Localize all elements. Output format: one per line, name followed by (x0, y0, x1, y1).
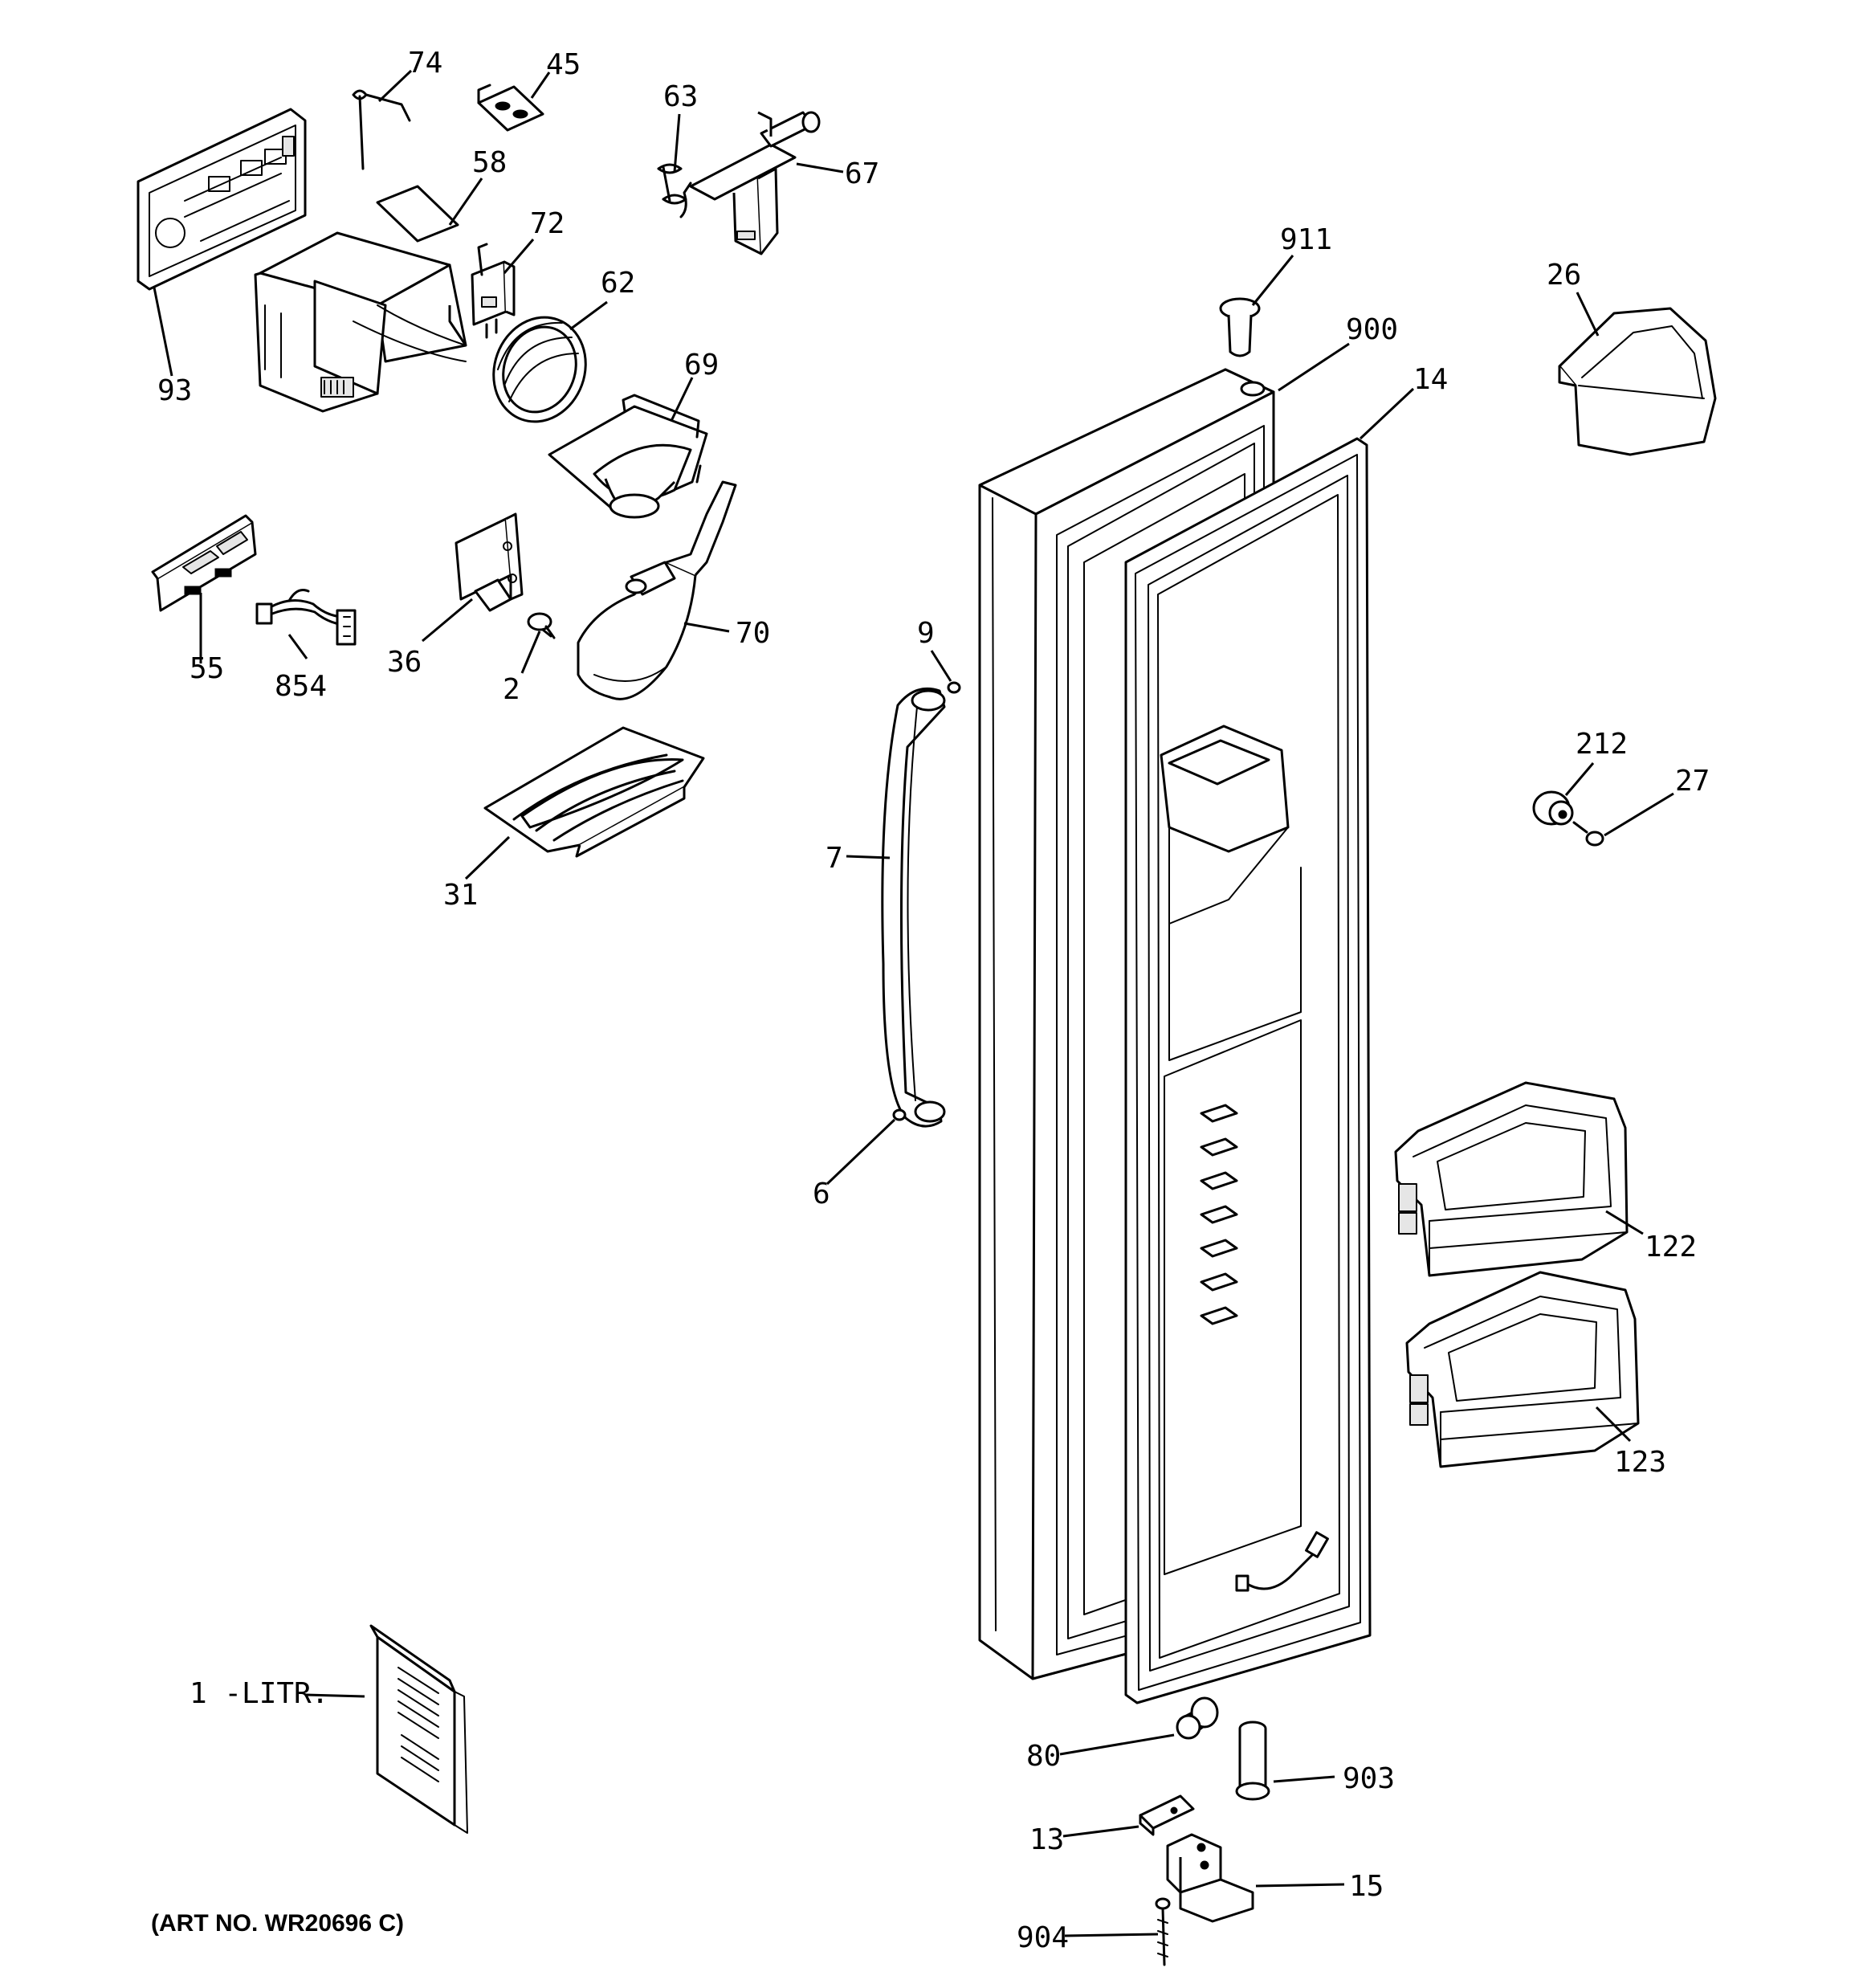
part-45-bracket (477, 84, 544, 132)
label-903: 903 (1343, 1762, 1395, 1795)
part-123-door-bin (1405, 1271, 1640, 1468)
label-45: 45 (546, 48, 581, 81)
label-2: 2 (503, 673, 520, 706)
part-93-control-panel (137, 108, 307, 291)
label-31: 31 (443, 879, 478, 912)
part-27-screw (1572, 821, 1604, 847)
label-212: 212 (1576, 728, 1628, 761)
part-55-board (151, 514, 257, 612)
part-911-bushing (1219, 297, 1261, 357)
part-903-hinge-pin (1235, 1721, 1270, 1801)
part-1-literature (369, 1624, 468, 1834)
part-67-hinge-bracket (689, 111, 821, 255)
label-13: 13 (1029, 1823, 1064, 1856)
part-58-chute-housing (254, 185, 467, 413)
label-55: 55 (190, 652, 224, 685)
label-911: 911 (1280, 223, 1332, 256)
label-9: 9 (917, 617, 935, 650)
label-122: 122 (1645, 1231, 1697, 1263)
label-74: 74 (408, 47, 442, 80)
part-904-screw (1155, 1897, 1171, 1966)
part-14-door-gasket (1124, 437, 1372, 1704)
part-26-ice-bin (1558, 307, 1717, 456)
part-854-wire-harness (255, 589, 357, 646)
label-63: 63 (663, 80, 698, 113)
label-7: 7 (826, 842, 843, 875)
label-27: 27 (1675, 765, 1710, 798)
leader-lines (153, 69, 1674, 1937)
label-62: 62 (601, 267, 635, 300)
part-labels: 74 45 63 67 58 72 62 93 69 911 26 900 14… (157, 47, 1710, 1954)
part-80-door-stop (1176, 1696, 1219, 1740)
label-14: 14 (1413, 363, 1448, 396)
part-7-door-handle (881, 687, 946, 1128)
part-15-lower-hinge (1166, 1833, 1254, 1923)
part-122-door-bin (1394, 1081, 1629, 1277)
label-67: 67 (845, 157, 879, 190)
art-number: (ART NO. WR20696 C) (151, 1910, 404, 1937)
label-854: 854 (275, 670, 327, 703)
part-69-funnel (548, 394, 708, 519)
label-80: 80 (1026, 1740, 1061, 1773)
label-69: 69 (684, 349, 719, 382)
label-26: 26 (1547, 259, 1581, 292)
part-9-screw (947, 681, 961, 694)
label-15: 15 (1349, 1870, 1384, 1903)
label-6: 6 (813, 1178, 830, 1210)
label-70: 70 (736, 617, 770, 650)
part-70-chute (577, 480, 737, 700)
part-36-bracket (455, 512, 524, 612)
label-1-litr: 1 -LITR. (190, 1677, 328, 1710)
part-72-switch (471, 243, 516, 339)
part-13-shim (1139, 1794, 1195, 1836)
part-212-cap (1532, 790, 1574, 826)
label-58: 58 (472, 146, 507, 179)
label-900: 900 (1346, 313, 1398, 346)
part-63-spring (657, 163, 692, 218)
label-93: 93 (157, 374, 192, 407)
part-2-screw (527, 612, 556, 639)
label-123: 123 (1614, 1446, 1666, 1479)
part-31-drip-grille (483, 726, 705, 858)
part-6-screw (892, 1108, 907, 1121)
label-904: 904 (1017, 1921, 1069, 1954)
part-62-ring (492, 316, 587, 423)
part-74-spring (352, 89, 411, 170)
shelf-clips (1200, 1104, 1238, 1325)
label-72: 72 (530, 207, 565, 240)
label-36: 36 (387, 646, 422, 679)
